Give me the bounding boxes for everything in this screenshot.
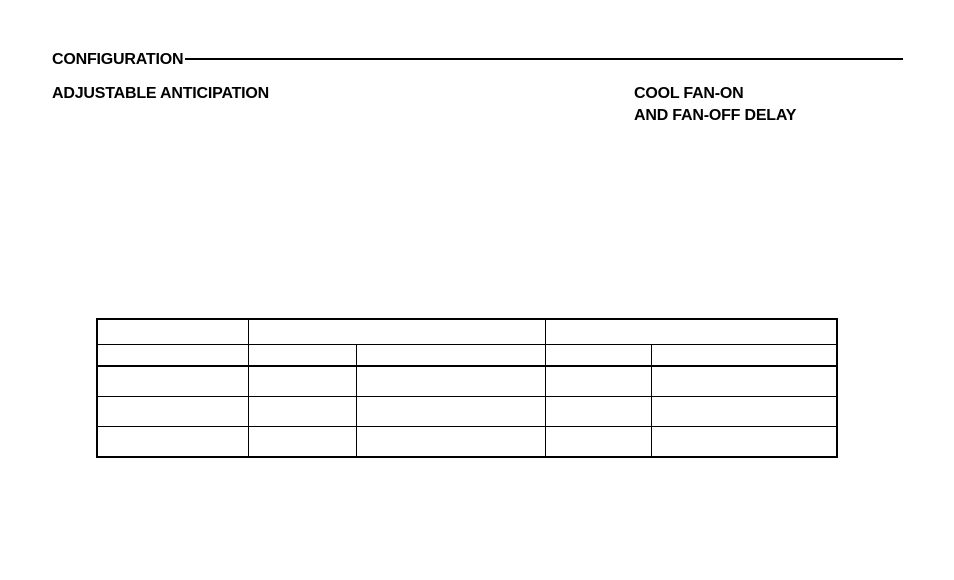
subsection-cool-fan-delay: COOL FAN-ON AND FAN-OFF DELAY xyxy=(634,83,796,127)
subsection-title-line2: AND FAN-OFF DELAY xyxy=(634,107,797,124)
subsection-title-line1: COOL FAN-ON xyxy=(634,85,744,102)
table-cell xyxy=(247,365,357,397)
table-cell xyxy=(650,426,838,458)
table-row xyxy=(96,396,838,427)
table-sub-header-cell xyxy=(247,344,357,367)
table-cell xyxy=(355,365,546,397)
table-row xyxy=(96,426,838,458)
table-sub-header-cell xyxy=(355,344,546,367)
table-group-header-row xyxy=(96,318,838,345)
table-sub-header-cell xyxy=(96,344,249,367)
table-row xyxy=(96,365,838,397)
table-cell xyxy=(96,365,249,397)
table-cell xyxy=(544,396,652,427)
table-group-header-cell xyxy=(544,318,838,345)
table-cell xyxy=(247,396,357,427)
table-cell xyxy=(355,396,546,427)
subsection-title: ADJUSTABLE ANTICIPATION xyxy=(52,85,270,102)
table-group-header-cell xyxy=(96,318,249,345)
table-group-header-cell xyxy=(247,318,546,345)
table-cell xyxy=(650,365,838,397)
subsection-adjustable-anticipation: ADJUSTABLE ANTICIPATION xyxy=(52,83,269,105)
table-cell xyxy=(355,426,546,458)
table-cell xyxy=(96,396,249,427)
table-sub-header-cell xyxy=(544,344,652,367)
table-cell xyxy=(650,396,838,427)
table-cell xyxy=(544,426,652,458)
table-sub-header-row xyxy=(96,344,838,367)
table-cell xyxy=(96,426,249,458)
section-heading: CONFIGURATION xyxy=(52,50,903,70)
configuration-table xyxy=(96,318,838,458)
table-cell xyxy=(544,365,652,397)
table-sub-header-cell xyxy=(650,344,838,367)
section-title: CONFIGURATION xyxy=(52,51,184,68)
table-cell xyxy=(247,426,357,458)
section-divider xyxy=(185,58,903,60)
